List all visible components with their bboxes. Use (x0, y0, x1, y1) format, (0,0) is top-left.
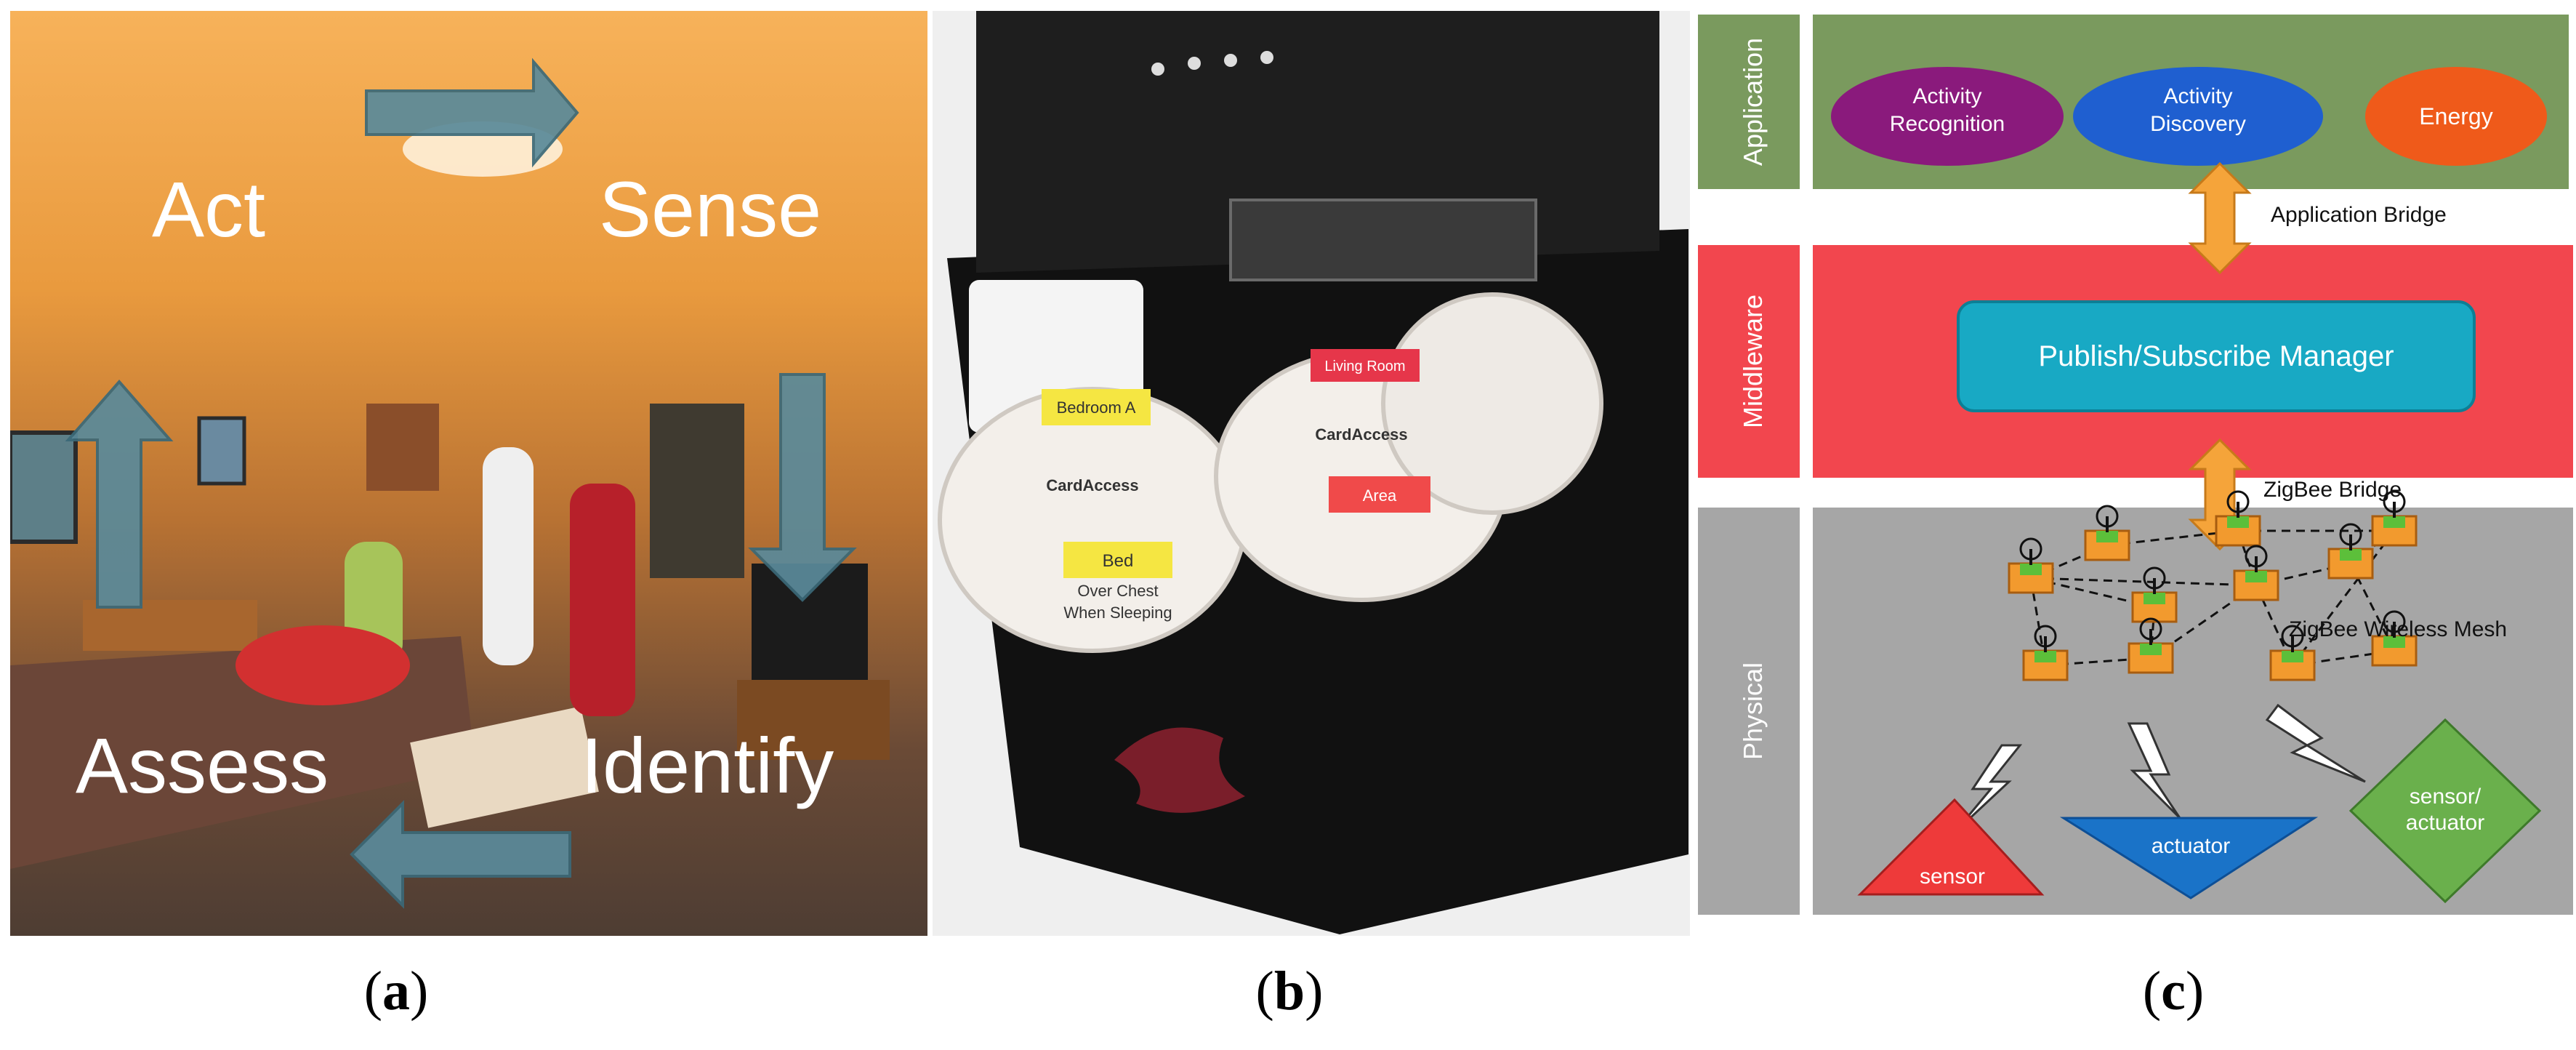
caption-c: (c) (2142, 961, 2205, 1022)
panel-b-photo: Bedroom A Bed Over Chest When Sleeping L… (933, 11, 1690, 936)
person-red-shirt (570, 484, 635, 716)
zigbee-node-icon (2269, 625, 2316, 681)
zigbee-node-icon (2327, 523, 2374, 580)
zigbee-node-icon (2131, 566, 2178, 623)
tag-area (1329, 476, 1430, 513)
panel-a-scene: Act Sense Identify Assess (10, 57, 890, 909)
zigbee-node-icon (2008, 537, 2054, 594)
cougar-logo (1114, 727, 1245, 813)
architecture-diagram: Application Middleware Physical Activity… (1698, 15, 2573, 915)
activity-discovery-node (2073, 67, 2323, 166)
label-identify: Identify (581, 721, 834, 809)
label-middleware: Middleware (1738, 294, 1768, 428)
label-physical: Physical (1738, 662, 1768, 760)
physical-layer-tab (1698, 508, 1800, 915)
label-sense: Sense (599, 165, 821, 253)
caption-b-letter: b (1273, 961, 1305, 1022)
wireless-link-icon (1953, 744, 2023, 834)
zigbee-node-icon (2215, 490, 2261, 547)
coffee-table (410, 706, 599, 828)
hall-door (650, 404, 744, 578)
caption-a: (a) (363, 961, 429, 1022)
energy-label: Energy (2419, 103, 2492, 129)
application-layer-tab (1698, 15, 1800, 189)
tv-stand (737, 680, 890, 760)
person-on-sofa (236, 625, 410, 705)
energy-node (2365, 67, 2547, 166)
label-act: Act (152, 165, 265, 253)
arrow-left-icon (350, 800, 571, 909)
wireless-link-icon (2265, 703, 2366, 783)
zigbee-node-icon (2371, 610, 2418, 667)
tag-bed (1063, 542, 1172, 578)
activity-discovery-line2: Discovery (2150, 112, 2246, 136)
zigbee-node-icon (2022, 625, 2069, 681)
zigbee-mesh (2008, 490, 2418, 681)
wall-picture-left (10, 430, 78, 544)
doorway (366, 404, 439, 491)
tag-area-text: Area (1363, 486, 1397, 505)
label-application: Application (1738, 38, 1768, 166)
zigbee-node-icon (2233, 545, 2279, 601)
brand-label-disc-1: CardAccess (1046, 476, 1138, 494)
sensor-device (1857, 798, 2045, 896)
panel-b-scene: Bedroom A Bed Over Chest When Sleeping L… (933, 11, 1690, 936)
tag-when-sleeping-text: When Sleeping (1063, 604, 1172, 622)
middleware-layer-tab (1698, 245, 1800, 478)
zigbee-node-icon (2084, 505, 2130, 561)
panel-a-photo: Act Sense Identify Assess (10, 11, 927, 936)
arrow-right-icon (365, 57, 579, 168)
mesh-link (2030, 577, 2257, 587)
zigbee-node-icon (2371, 490, 2418, 547)
zigbee-mesh-label: ZigBee Wireless Mesh (2289, 617, 2507, 641)
person-white-shirt (483, 447, 534, 665)
activity-recognition-node (1831, 67, 2064, 166)
sensor-actuator-line2: actuator (2406, 811, 2484, 835)
actuator-device (2059, 817, 2319, 899)
arrow-down-icon (748, 373, 857, 602)
activity-recognition-line2: Recognition (1890, 112, 2005, 136)
sensor-actuator-line1: sensor/ (2410, 785, 2482, 809)
circuit-board (1229, 199, 1537, 281)
zigbee-node-icon (2128, 617, 2174, 674)
panel-c-architecture: Application Middleware Physical Activity… (1696, 11, 2573, 936)
tag-living-room (1311, 349, 1420, 382)
publish-subscribe-manager (1957, 300, 2476, 412)
application-bridge-arrow-icon (2188, 161, 2252, 275)
actuator-label: actuator (2152, 834, 2230, 858)
label-assess: Assess (76, 721, 329, 809)
publish-subscribe-manager-label: Publish/Subscribe Manager (2038, 340, 2394, 372)
activity-discovery-line1: Activity (2163, 84, 2232, 108)
tag-bedroom (1042, 389, 1151, 425)
sensor-actuator-device (2348, 718, 2542, 904)
wall-picture (197, 416, 246, 486)
tag-over-chest-text: Over Chest (1077, 582, 1158, 600)
caption-c-letter: c (2161, 961, 2186, 1022)
wireless-link-icon (2127, 722, 2181, 819)
tag-living-room-text: Living Room (1324, 358, 1405, 374)
tag-bed-text: Bed (1103, 551, 1134, 571)
zigbee-bridge-label: ZigBee Bridge (2263, 478, 2402, 502)
caption-b: (b) (1255, 961, 1324, 1022)
tag-bedroom-text: Bedroom A (1057, 398, 1136, 417)
application-bridge-label: Application Bridge (2271, 203, 2447, 227)
brand-label-disc-2: CardAccess (1315, 425, 1407, 444)
arrow-up-icon (65, 379, 174, 609)
activity-recognition-line1: Activity (1912, 84, 1981, 108)
sensor-label: sensor (1920, 865, 1985, 889)
sensor-disc-back (1381, 292, 1603, 515)
caption-a-letter: a (382, 961, 410, 1022)
